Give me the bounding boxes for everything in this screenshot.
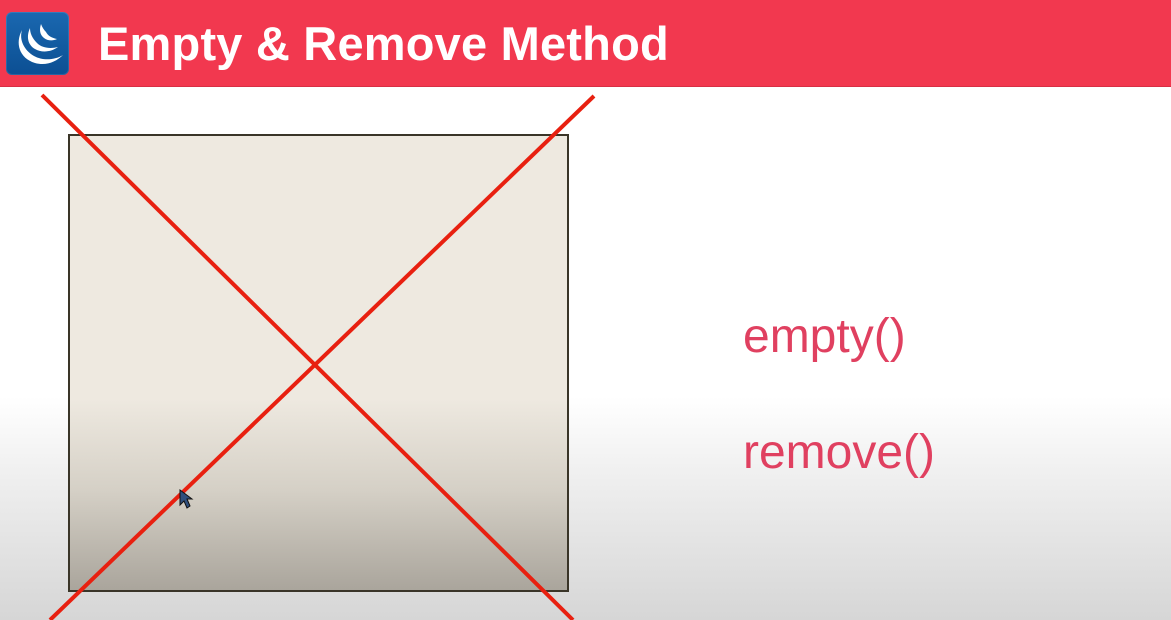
square-box: [68, 134, 569, 592]
slide-header: Empty & Remove Method: [0, 0, 1171, 87]
empty-method-label: empty(): [743, 310, 906, 363]
jquery-logo-icon: [6, 12, 69, 75]
remove-method-label: remove(): [743, 426, 936, 479]
page-title: Empty & Remove Method: [98, 17, 669, 70]
